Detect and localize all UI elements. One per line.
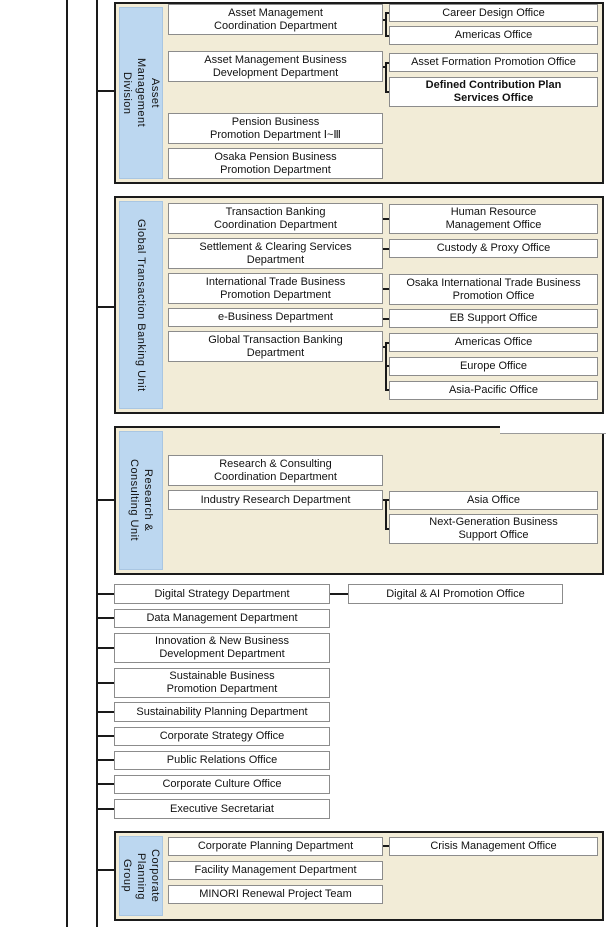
main-trunk-line xyxy=(96,0,98,927)
connector-line xyxy=(96,783,115,785)
connector-line xyxy=(385,62,390,64)
connector-line xyxy=(382,66,387,68)
connector-line xyxy=(96,90,115,92)
connector-line xyxy=(96,808,115,810)
dept-innovation-new-business-development: Innovation & New Business Development De… xyxy=(114,633,330,663)
dept-pension-business-promotion: Pension Business Promotion Department Ⅰ~… xyxy=(168,113,383,144)
connector-line xyxy=(382,845,390,847)
dept-digital-strategy: Digital Strategy Department xyxy=(114,584,330,604)
connector-line xyxy=(385,365,390,367)
outer-trunk-line xyxy=(66,0,68,927)
connector-line xyxy=(382,346,386,348)
connector-line xyxy=(96,499,115,501)
connector-line xyxy=(96,711,115,713)
dept-facility-management: Facility Management Department xyxy=(168,861,383,880)
office-asset-formation-promotion: Asset Formation Promotion Office xyxy=(389,53,598,72)
connector-line xyxy=(385,62,387,93)
connector-line xyxy=(330,593,348,595)
office-osaka-international-trade: Osaka International Trade Business Promo… xyxy=(389,274,598,305)
connector-line xyxy=(96,593,115,595)
office-corporate-culture: Corporate Culture Office xyxy=(114,775,330,794)
office-corporate-strategy: Corporate Strategy Office xyxy=(114,727,330,746)
office-career-design: Career Design Office xyxy=(389,4,598,22)
dept-e-business: e-Business Department xyxy=(168,308,383,327)
office-next-generation-business-support: Next-Generation Business Support Office xyxy=(389,514,598,544)
group-label-research-consulting-unit: Research & Consulting Unit xyxy=(119,431,163,570)
connector-line xyxy=(96,647,115,649)
connector-line xyxy=(382,318,390,320)
office-digital-ai-promotion: Digital & AI Promotion Office xyxy=(348,584,563,604)
office-defined-contribution-plan-services: Defined Contribution Plan Services Offic… xyxy=(389,77,598,107)
connector-line xyxy=(385,528,390,530)
office-custody-proxy: Custody & Proxy Office xyxy=(389,239,598,258)
dept-sustainability-planning: Sustainability Planning Department xyxy=(114,702,330,722)
dept-osaka-pension-business-promotion: Osaka Pension Business Promotion Departm… xyxy=(168,148,383,179)
connector-line xyxy=(385,342,387,391)
connector-line xyxy=(96,682,115,684)
dept-sustainable-business-promotion: Sustainable Business Promotion Departmen… xyxy=(114,668,330,698)
connector-line xyxy=(385,35,390,37)
connector-line xyxy=(96,735,115,737)
dept-corporate-planning: Corporate Planning Department xyxy=(168,837,383,856)
office-americas-2: Americas Office xyxy=(389,333,598,352)
connector-line xyxy=(382,499,386,501)
office-europe: Europe Office xyxy=(389,357,598,376)
connector-line xyxy=(385,12,390,14)
connector-line xyxy=(96,617,115,619)
connector-line xyxy=(96,759,115,761)
office-eb-support: EB Support Office xyxy=(389,309,598,328)
office-asia-pacific: Asia-Pacific Office xyxy=(389,381,598,400)
connector-line xyxy=(96,869,115,871)
connector-line xyxy=(96,306,115,308)
white-strip-artifact xyxy=(500,426,606,434)
office-human-resource-management: Human Resource Management Office xyxy=(389,204,598,234)
dept-executive-secretariat: Executive Secretariat xyxy=(114,799,330,819)
connector-line xyxy=(382,19,387,21)
office-crisis-management: Crisis Management Office xyxy=(389,837,598,856)
connector-line xyxy=(385,12,387,37)
dept-data-management: Data Management Department xyxy=(114,609,330,628)
group-label-global-transaction-banking-unit: Global Transaction Banking Unit xyxy=(119,201,163,409)
connector-line xyxy=(385,91,390,93)
dept-asset-management-business-development: Asset Management Business Development De… xyxy=(168,51,383,82)
dept-minori-renewal-project-team: MINORI Renewal Project Team xyxy=(168,885,383,904)
connector-line xyxy=(382,288,390,290)
dept-transaction-banking-coordination: Transaction Banking Coordination Departm… xyxy=(168,203,383,234)
office-americas-1: Americas Office xyxy=(389,26,598,45)
group-label-corporate-planning-group: Corporate Planning Group xyxy=(119,836,163,916)
group-label-asset-management-division: Asset Management Division xyxy=(119,7,163,179)
office-asia: Asia Office xyxy=(389,491,598,510)
dept-settlement-clearing-services: Settlement & Clearing Services Departmen… xyxy=(168,238,383,269)
connector-line xyxy=(385,389,390,391)
dept-industry-research: Industry Research Department xyxy=(168,490,383,510)
dept-global-transaction-banking: Global Transaction Banking Department xyxy=(168,331,383,362)
connector-line xyxy=(385,342,390,344)
connector-line xyxy=(382,248,390,250)
office-public-relations: Public Relations Office xyxy=(114,751,330,770)
dept-international-trade-business-promotion: International Trade Business Promotion D… xyxy=(168,273,383,304)
connector-line xyxy=(385,499,390,501)
connector-line xyxy=(385,499,387,529)
dept-research-consulting-coordination: Research & Consulting Coordination Depar… xyxy=(168,455,383,486)
connector-line xyxy=(382,218,390,220)
dept-asset-management-coordination: Asset Management Coordination Department xyxy=(168,4,383,35)
